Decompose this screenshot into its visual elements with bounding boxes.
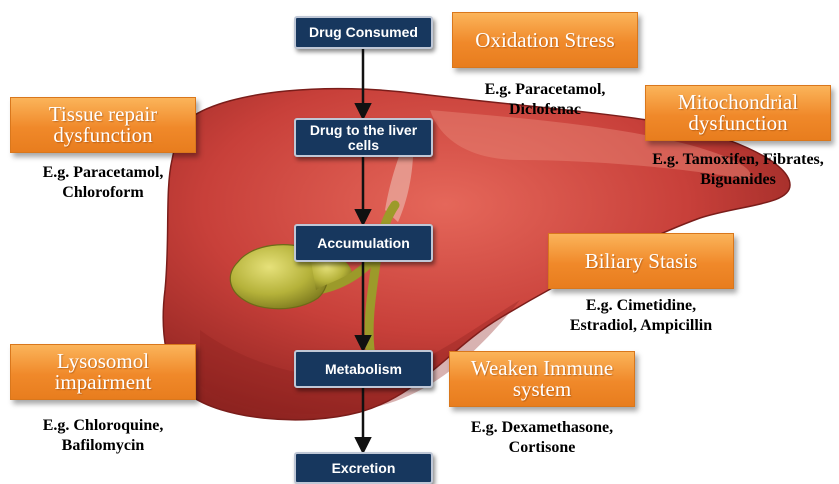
example-weaken-immune-system: E.g. Dexamethasone, Cortisone bbox=[449, 418, 635, 458]
example-line: E.g. Paracetamol, bbox=[10, 163, 196, 183]
mechanism-lysosomol-impairment: Lysosomol impairment bbox=[10, 344, 196, 400]
example-line: E.g. Dexamethasone, bbox=[449, 418, 635, 438]
example-oxidation-stress: E.g. Paracetamol, Diclofenac bbox=[452, 80, 638, 120]
example-biliary-stasis: E.g. Cimetidine, Estradiol, Ampicillin bbox=[548, 296, 734, 336]
mechanism-weaken-immune-system: Weaken Immune system bbox=[449, 351, 635, 407]
flow-step-metabolism: Metabolism bbox=[294, 350, 433, 388]
mechanism-biliary-stasis: Biliary Stasis bbox=[548, 233, 734, 289]
example-line: Diclofenac bbox=[452, 100, 638, 120]
example-mitochondrial-dysfunction: E.g. Tamoxifen, Fibrates, Biguanides bbox=[640, 150, 836, 190]
example-line: E.g. Cimetidine, bbox=[548, 296, 734, 316]
flow-step-excretion: Excretion bbox=[294, 452, 433, 484]
example-line: E.g. Paracetamol, bbox=[452, 80, 638, 100]
flow-step-drug-to-liver-cells: Drug to the liver cells bbox=[294, 118, 433, 157]
flow-step-accumulation: Accumulation bbox=[294, 224, 433, 262]
example-lysosomol-impairment: E.g. Chloroquine, Bafilomycin bbox=[10, 416, 196, 456]
mechanism-tissue-repair-dysfunction: Tissue repair dysfunction bbox=[10, 97, 196, 153]
mechanism-oxidation-stress: Oxidation Stress bbox=[452, 12, 638, 68]
example-line: Chloroform bbox=[10, 183, 196, 203]
example-line: Estradiol, Ampicillin bbox=[548, 316, 734, 336]
example-line: Cortisone bbox=[449, 438, 635, 458]
example-tissue-repair-dysfunction: E.g. Paracetamol, Chloroform bbox=[10, 163, 196, 203]
mechanism-mitochondrial-dysfunction: Mitochondrial dysfunction bbox=[645, 85, 831, 141]
example-line: Biguanides bbox=[640, 170, 836, 190]
flow-step-drug-consumed: Drug Consumed bbox=[294, 16, 433, 49]
example-line: E.g. Chloroquine, bbox=[10, 416, 196, 436]
example-line: E.g. Tamoxifen, Fibrates, bbox=[640, 150, 836, 170]
example-line: Bafilomycin bbox=[10, 436, 196, 456]
